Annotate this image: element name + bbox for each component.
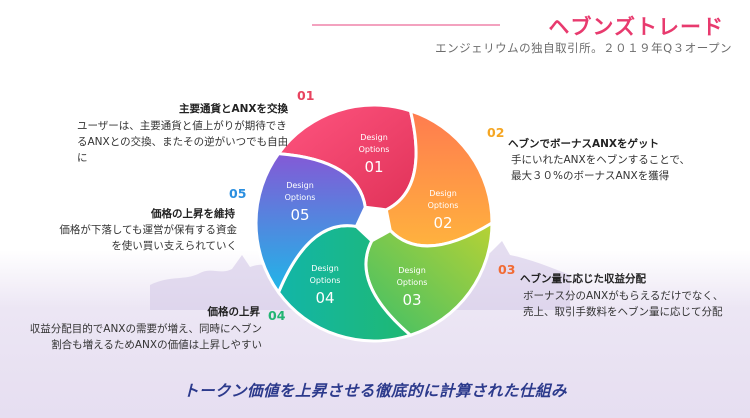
step-02-desc-line: 最大３０%のボーナスANXを獲得	[511, 170, 670, 182]
step-03-description: ボーナス分のANXがもらえるだけでなく、 売上、取引手数料をヘブン量に応じて分配	[523, 288, 723, 320]
step-04-desc-line: 割合も増えるためANXの価値は上昇しやすい	[51, 339, 262, 351]
wheel-segment-sublabel: Options	[428, 201, 459, 210]
step-05-title: 価格の上昇を維持	[151, 208, 235, 220]
step-02-title: ヘブンでボーナスANXをゲット	[508, 138, 660, 150]
wheel-segment-sublabel: Options	[359, 145, 390, 154]
step-01-desc-line: るANXとの交換、またその逆がいつでも自由	[77, 136, 289, 148]
step-03-desc-line: ボーナス分のANXがもらえるだけでなく、	[523, 290, 724, 302]
page-title: ヘブンズトレード	[548, 15, 724, 39]
header-divider	[312, 24, 500, 26]
wheel-segment-number: 01	[364, 158, 383, 176]
page-subtitle: エンジェリウムの独自取引所。２０１９年Q３オープン	[435, 41, 732, 55]
step-05-description: 価格が下落しても運営が保有する資金 を使い買い支えられていく	[59, 222, 237, 254]
wheel-segment-label: Design	[286, 181, 314, 190]
wheel-segment-sublabel: Options	[310, 276, 341, 285]
wheel-segment-number: 03	[402, 291, 421, 309]
step-01-desc-line: に	[77, 152, 88, 164]
wheel-segment-label: Design	[398, 266, 426, 275]
step-05-desc-line: 価格が下落しても運営が保有する資金	[59, 224, 237, 236]
step-03-title: ヘブン量に応じた収益分配	[520, 273, 646, 285]
wheel-segment-05	[254, 152, 367, 296]
wheel-segment-number: 02	[433, 214, 452, 232]
wheel-segment-label: Design	[360, 133, 388, 142]
step-05-desc-line: を使い買い支えられていく	[111, 240, 237, 252]
step-04-title: 価格の上昇	[207, 306, 261, 318]
step-01-title: 主要通貨とANXを交換	[178, 103, 288, 115]
wheel-segment-label: Design	[429, 189, 457, 198]
step-02-description: 手にいれたANXをヘブンすることで、 最大３０%のボーナスANXを獲得	[511, 152, 690, 184]
step-05-number: 05	[229, 186, 247, 201]
step-03-desc-line: 売上、取引手数料をヘブン量に応じて分配	[523, 306, 723, 318]
step-03-number: 03	[498, 262, 516, 277]
step-01-description: ユーザーは、主要通貨と値上がりが期待でき るANXとの交換、またその逆がいつでも…	[77, 118, 288, 166]
step-02-desc-line: 手にいれたANXをヘブンすることで、	[511, 154, 690, 166]
step-04-description: 収益分配目的でANXの需要が増え、同時にヘブン 割合も増えるためANXの価値は上…	[30, 321, 262, 353]
step-04-desc-line: 収益分配目的でANXの需要が増え、同時にヘブン	[29, 323, 262, 335]
step-02-number: 02	[487, 125, 505, 140]
step-01-desc-line: ユーザーは、主要通貨と値上がりが期待でき	[77, 120, 287, 132]
wheel-segment-number: 05	[290, 206, 309, 224]
wheel-segment-sublabel: Options	[397, 278, 428, 287]
wheel-segment-label: Design	[311, 264, 339, 273]
step-01-number: 01	[297, 88, 315, 103]
wheel-segment-sublabel: Options	[285, 193, 316, 202]
step-04-number: 04	[268, 308, 286, 323]
wheel-segment-number: 04	[315, 289, 334, 307]
footer-tagline: トークン価値を上昇させる徹底的に計算された仕組み	[182, 382, 567, 400]
